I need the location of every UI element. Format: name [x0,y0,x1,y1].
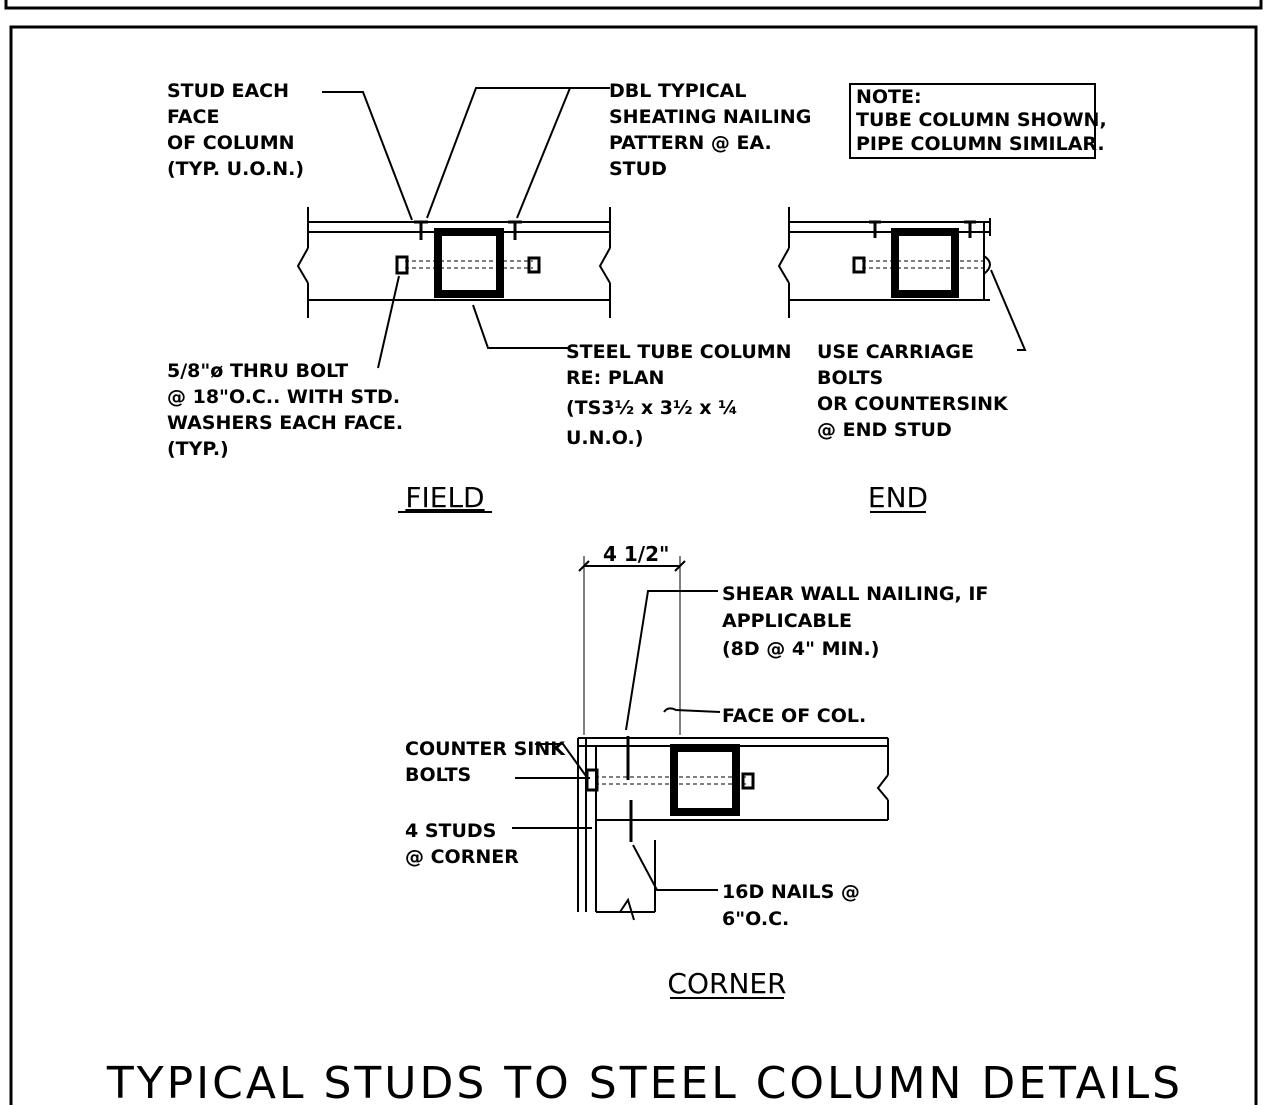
end-title: END [868,481,928,514]
note-counter-sink-bolts: COUNTER SINK BOLTS [405,738,572,786]
field-title: FIELD [405,481,484,514]
detail-frame [9,25,1258,1105]
note-four-studs: 4 STUDS @ CORNER [405,820,519,868]
note-stud-each-face: STUD EACH FACE OF COLUMN (TYP. U.O.N.) [167,80,304,180]
note-carriage-bolts: USE CARRIAGE BOLTS OR COUNTERSINK @ END … [817,341,1014,441]
corner-detail [512,556,889,921]
sheet-title: TYPICAL STUDS TO STEEL COLUMN DETAILS [106,1058,1183,1105]
note-shear-wall-nailing: SHEAR WALL NAILING, IF APPLICABLE (8D @ … [722,583,995,660]
note-dbl-sheathing-nailing: DBL TYPICAL SHEATING NAILING PATTERN @ E… [609,80,818,180]
top-border-strip [4,0,1263,10]
corner-dimension: 4 1/2" [603,542,669,566]
field-detail [296,87,611,369]
end-detail [777,83,1096,351]
corner-title: CORNER [667,967,786,1000]
note-thru-bolt: 5/8"ø THRU BOLT @ 18"O.C.. WITH STD. WAS… [167,360,410,460]
note-box-text: NOTE: TUBE COLUMN SHOWN, PIPE COLUMN SIM… [856,86,1113,155]
note-steel-tube-column: STEEL TUBE COLUMN RE: PLAN (TS3½ x 3½ x … [566,341,798,449]
note-16d-nails: 16D NAILS @ 6"O.C. [722,881,867,930]
note-face-of-col: FACE OF COL. [722,705,866,727]
